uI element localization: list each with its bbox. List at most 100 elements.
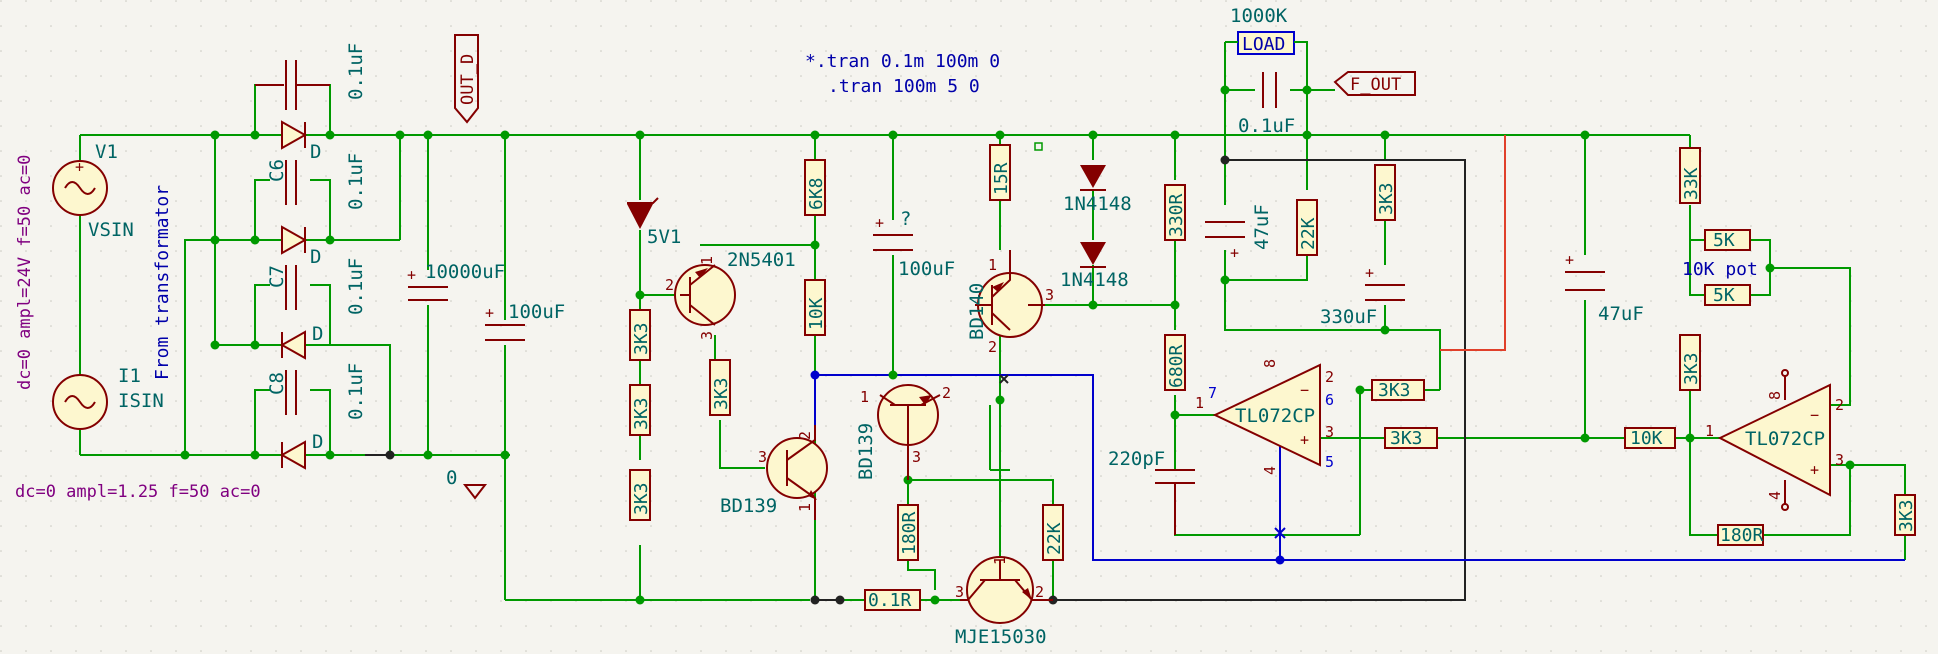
diode-a-label: 1N4148 <box>1063 193 1132 215</box>
resistor-3k3-b[interactable] <box>629 384 651 436</box>
source-i1[interactable]: I1 ISIN <box>52 365 164 430</box>
cap-220pf[interactable] <box>1155 469 1195 535</box>
resistor-330r[interactable] <box>1164 184 1186 241</box>
transistor-bd139-b[interactable] <box>877 384 941 480</box>
resistor-180r-b[interactable] <box>1717 524 1764 546</box>
bridge-diode-4[interactable] <box>279 440 306 470</box>
bridge-diode-3[interactable] <box>279 330 306 360</box>
opamp-b-label: TL072CP <box>1745 428 1825 450</box>
resistor-22k-a[interactable] <box>1296 199 1318 256</box>
r-22k-b-value: 22K <box>1044 522 1065 555</box>
cap-47uf-a[interactable]: + <box>1205 221 1245 262</box>
resistor-3k3-h[interactable] <box>1679 334 1701 391</box>
svg-text:+: + <box>75 158 84 176</box>
opamp-b-minus: − <box>1810 406 1819 424</box>
load-resistor[interactable] <box>1224 31 1308 90</box>
q-bd139-b-label: BD139 <box>855 423 877 480</box>
resistor-180r-a[interactable] <box>897 504 919 561</box>
opamp-a-pin-7: 7 <box>1208 384 1217 402</box>
bridge-cap-c7[interactable] <box>285 265 297 310</box>
cap-100uf-q[interactable]: + <box>873 214 913 251</box>
svg-text:+: + <box>1565 251 1574 269</box>
resistor-3k3-a[interactable] <box>629 309 651 361</box>
resistor-0-1r[interactable] <box>864 589 921 611</box>
r-22k-a-value: 22K <box>1298 217 1319 250</box>
r-6k8-value: 6K8 <box>806 177 827 210</box>
q4-pin-3: 3 <box>1045 286 1054 304</box>
r-3k3-f-value: 3K3 <box>1378 380 1411 401</box>
q2-pin-1: 1 <box>796 503 814 512</box>
transistor-2n5401[interactable] <box>674 264 736 326</box>
r-3k3-g-value: 3K3 <box>1390 428 1423 449</box>
transistor-bd140[interactable] <box>975 250 1045 338</box>
bridge-diode-2[interactable] <box>281 225 308 255</box>
resistor-15r[interactable] <box>989 144 1011 201</box>
q-bd140-label: BD140 <box>966 283 988 340</box>
cap-100uf[interactable]: + <box>485 304 525 341</box>
resistor-680r[interactable] <box>1164 334 1186 391</box>
pot-label: 10K pot <box>1682 259 1758 280</box>
bridge-cap-c8[interactable] <box>285 370 297 415</box>
label-f-out[interactable] <box>1333 71 1416 96</box>
svg-text:+: + <box>1230 244 1239 262</box>
r-180r-b-value: 180R <box>1720 525 1764 546</box>
cap-10000uf-value: 10000uF <box>425 261 505 283</box>
resistor-5k-a[interactable] <box>1704 229 1751 251</box>
zener-5v1[interactable] <box>627 197 659 229</box>
diode-1n4148-a[interactable] <box>1080 165 1106 191</box>
svg-text:+: + <box>1365 264 1374 282</box>
cap-0-1uf-load[interactable] <box>1262 72 1277 108</box>
q4-pin-2: 2 <box>988 338 997 356</box>
r-5k-b-value: 5K <box>1713 285 1735 306</box>
resistor-3k3-e[interactable] <box>1374 164 1396 221</box>
cap-330uf[interactable]: + <box>1365 264 1405 301</box>
r-10k-b-value: 10K <box>1630 428 1663 449</box>
q3-pin-3: 3 <box>912 448 921 466</box>
label-out-d-text: OUT_D <box>458 54 478 105</box>
opamp-a-pin-6: 6 <box>1325 391 1334 409</box>
r-3k3-d-value: 3K3 <box>711 377 732 410</box>
opamp-tl072-a[interactable] <box>1212 363 1321 467</box>
bridge-cap-top[interactable] <box>255 60 330 110</box>
bridge-cap-c6[interactable] <box>285 160 297 205</box>
resistor-3k3-c[interactable] <box>629 469 651 521</box>
resistor-3k3-i[interactable] <box>1894 494 1916 536</box>
resistor-33k[interactable] <box>1679 147 1701 204</box>
opamp-tl072-b[interactable] <box>1717 369 1831 511</box>
resistor-22k-b[interactable] <box>1042 504 1064 561</box>
r-680r-value: 680R <box>1166 344 1187 388</box>
bridge-diode-1[interactable] <box>281 120 308 150</box>
r-3k3-e-value: 3K3 <box>1376 182 1397 215</box>
q-bd139-a-label: BD139 <box>720 495 777 517</box>
resistor-3k3-d[interactable] <box>709 359 731 416</box>
v1-ref: V1 <box>95 141 118 163</box>
load-value: 1000K <box>1230 5 1288 27</box>
i1-ref: I1 <box>118 365 141 387</box>
diode-b-label: 1N4148 <box>1060 269 1129 291</box>
svg-text:+: + <box>875 214 884 232</box>
diode-1-label: D <box>310 141 321 163</box>
source-v1[interactable]: + V1 VSIN <box>52 141 134 241</box>
resistor-5k-b[interactable] <box>1704 284 1751 306</box>
opamp-a-minus: − <box>1300 381 1309 399</box>
diode-1n4148-b[interactable] <box>1080 242 1106 268</box>
label-out-d[interactable] <box>454 34 479 124</box>
opamp-a-pin-2: 2 <box>1325 368 1334 386</box>
opamp-a-pin-8: 8 <box>1261 359 1279 368</box>
opamp-a-pin-4: 4 <box>1261 466 1279 475</box>
q1-pin-1: 1 <box>698 256 716 265</box>
transistor-bd139-a[interactable] <box>766 425 828 520</box>
cap-0-1uf-load-value: 0.1uF <box>1238 115 1295 137</box>
cap-10000uf[interactable]: + <box>407 266 448 301</box>
resistor-10k-b[interactable] <box>1624 427 1676 449</box>
resistor-6k8[interactable] <box>804 159 826 216</box>
ground-symbol <box>462 484 488 500</box>
transformer-note: From transformator <box>152 185 173 380</box>
q1-pin-3: 3 <box>698 331 716 340</box>
transistor-mje15030[interactable] <box>960 556 1053 624</box>
cap-47uf-b[interactable]: + <box>1565 251 1605 291</box>
resistor-3k3-g[interactable] <box>1384 427 1438 449</box>
cap-c8-value: 0.1uF <box>345 363 367 420</box>
resistor-10k[interactable] <box>804 279 826 336</box>
resistor-3k3-f[interactable] <box>1371 379 1425 401</box>
